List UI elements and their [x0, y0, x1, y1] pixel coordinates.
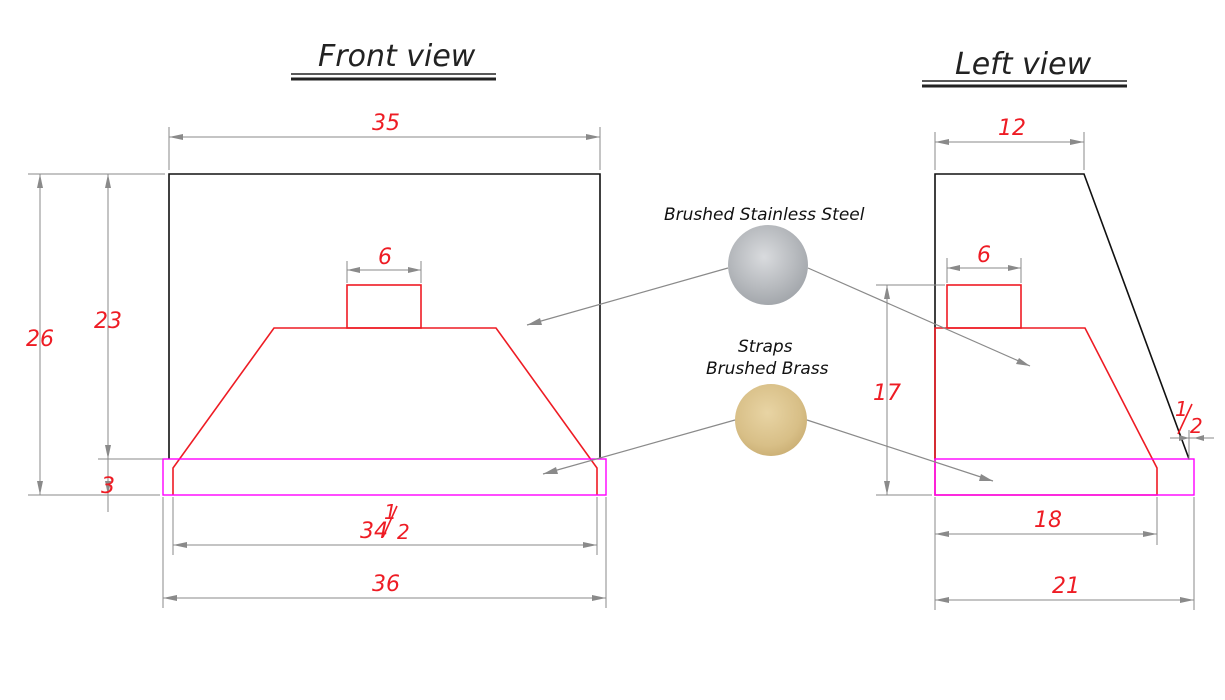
dim-front-bottom-width: 34 1 2	[172, 497, 598, 555]
dim-34-fraction-slash	[382, 505, 398, 538]
dim-left-box-width: 6	[946, 243, 1022, 283]
steel-label: Brushed Stainless Steel	[664, 205, 865, 225]
dim-left-hood-height: 17	[873, 284, 945, 496]
left-view-title: Left view	[955, 47, 1092, 82]
dim-left-bottom-depth: 18	[934, 497, 1158, 545]
dim-text-34: 34	[360, 519, 388, 544]
brass-leader-front	[542, 419, 736, 475]
dim-left-offset: 1 2	[1170, 397, 1214, 460]
steel-leader-front-arrow	[527, 318, 542, 325]
dim-text-12: 12	[998, 116, 1026, 141]
dim-front-upper-height: 23	[94, 174, 163, 460]
dim-left-top-depth: 12	[934, 116, 1085, 170]
steel-leader-left	[807, 267, 1031, 367]
dim-front-overall-width: 36	[162, 497, 607, 608]
brass-swatch	[735, 384, 807, 456]
straps-label-line1: Straps	[738, 337, 793, 357]
dim-text-6-front: 6	[378, 245, 392, 270]
front-view: Front view 35 6	[26, 39, 607, 608]
dim-front-box-width: 6	[346, 245, 422, 283]
front-view-title: Front view	[318, 39, 476, 74]
dim-text-3: 3	[101, 474, 115, 499]
dim-text-17: 17	[873, 381, 901, 406]
left-strap-band	[934, 458, 1195, 496]
dim-front-total-height: 26	[26, 173, 165, 496]
straps-label-line2: Brushed Brass	[706, 359, 829, 379]
left-hood-outline	[934, 327, 1158, 496]
left-view: Left view 12 6	[873, 47, 1214, 610]
dim-text-23: 23	[94, 309, 122, 334]
brass-leader-front-arrow	[543, 467, 558, 474]
left-housing-outline	[934, 173, 1190, 460]
steel-leader-front	[526, 267, 729, 326]
dim-text-26: 26	[26, 327, 54, 352]
brass-leader-left	[806, 419, 994, 482]
front-strap-band	[162, 458, 607, 496]
dim-front-band-height: 3	[98, 459, 160, 512]
dim-text-offset-den: 2	[1190, 414, 1203, 438]
front-housing-outline	[168, 173, 601, 459]
front-hood-outline	[172, 327, 598, 495]
steel-leader-left-arrow	[1016, 358, 1030, 366]
dim-text-6-left: 6	[977, 243, 991, 268]
dim-text-18: 18	[1034, 508, 1062, 533]
dim-offset-fraction-slash	[1177, 403, 1193, 435]
material-callouts: Brushed Stainless Steel Straps Brushed B…	[526, 205, 1031, 482]
dim-left-overall-depth: 21	[934, 497, 1195, 610]
dim-text-35: 35	[372, 111, 400, 136]
dim-text-34-den: 2	[397, 520, 410, 544]
left-duct-box	[946, 284, 1022, 329]
dim-front-top-width: 35	[168, 111, 601, 170]
dim-text-34-num: 1	[384, 500, 397, 524]
front-duct-box	[346, 284, 422, 329]
dim-text-offset-num: 1	[1175, 397, 1188, 421]
dim-text-36: 36	[372, 572, 400, 597]
dim-text-21: 21	[1052, 574, 1080, 599]
steel-swatch	[728, 225, 808, 305]
brass-leader-left-arrow	[979, 474, 993, 481]
